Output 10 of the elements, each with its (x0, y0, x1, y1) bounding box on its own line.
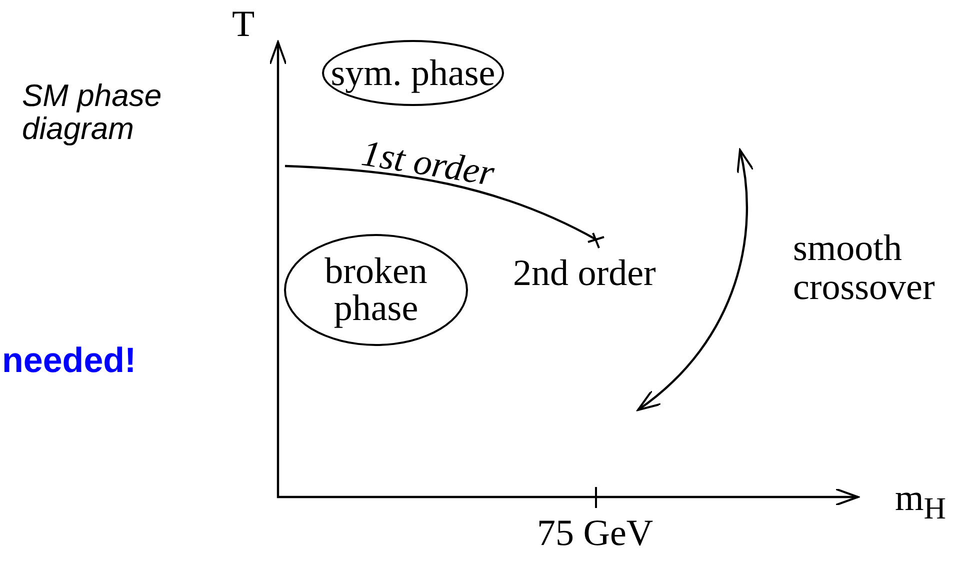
axis-label: m$_{H}$ (895, 480, 946, 525)
phase-ellipse: broken phase (284, 234, 468, 346)
curve-label: 1st order (358, 135, 497, 194)
region-label: smooth crossover (793, 230, 936, 308)
point-label: 2nd order (513, 255, 656, 294)
axis-label: T (232, 6, 255, 45)
caption: SM phase diagram (22, 80, 163, 146)
note-text: needed! (2, 343, 136, 380)
phase-ellipse: sym. phase (322, 40, 504, 106)
tick-label: 75 GeV (537, 515, 654, 554)
